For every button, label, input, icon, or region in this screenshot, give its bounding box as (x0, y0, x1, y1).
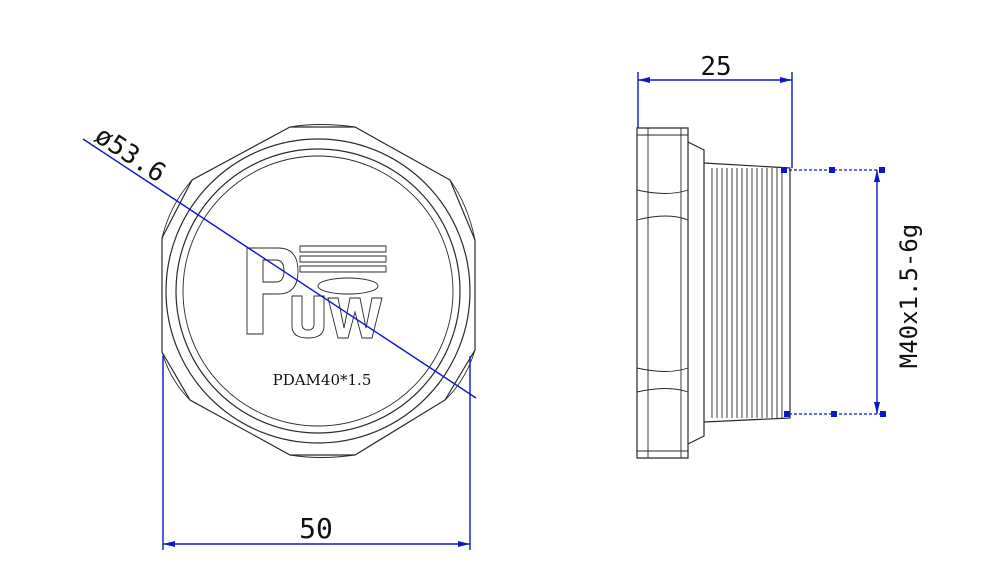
logo-stripes (299, 245, 387, 273)
grip-handle[interactable] (829, 167, 835, 173)
thread-dimension: M40x1.5-6g (781, 167, 923, 417)
logo-letter-u (291, 295, 325, 339)
side-collar (687, 141, 705, 445)
grip-handle[interactable] (880, 411, 886, 417)
thread-label: M40x1.5-6g (895, 224, 923, 369)
side-view: 25 M40x1.5-6g (636, 52, 923, 459)
width-dimension: 50 (162, 356, 471, 550)
grip-handle[interactable] (831, 411, 837, 417)
marking-text: PDAM40*1.5 (273, 371, 372, 389)
grip-handle[interactable] (784, 411, 790, 417)
length-dimension: 25 (637, 52, 793, 168)
logo (246, 245, 387, 339)
side-hex-body (636, 127, 689, 459)
logo-ring (317, 277, 379, 295)
grip-handle[interactable] (781, 167, 787, 173)
outer-circle (165, 138, 471, 444)
thread-lines (711, 168, 783, 418)
face-circle-outer (175, 148, 461, 434)
face-circle-inner (182, 155, 454, 427)
hex-outline (161, 126, 476, 456)
hex-chamfer (161, 124, 476, 458)
logo-letter-p (246, 247, 299, 335)
diameter-label: ø53.6 (89, 121, 171, 189)
width-label: 50 (299, 512, 333, 545)
diameter-dimension: ø53.6 (82, 121, 477, 399)
side-hex-facets (636, 128, 689, 458)
logo-letter-w (327, 297, 383, 339)
length-label: 25 (700, 52, 731, 82)
side-thread-body (703, 162, 791, 423)
front-view: PDAM40*1.5 ø53.6 50 (82, 121, 477, 550)
grip-handle[interactable] (879, 167, 885, 173)
